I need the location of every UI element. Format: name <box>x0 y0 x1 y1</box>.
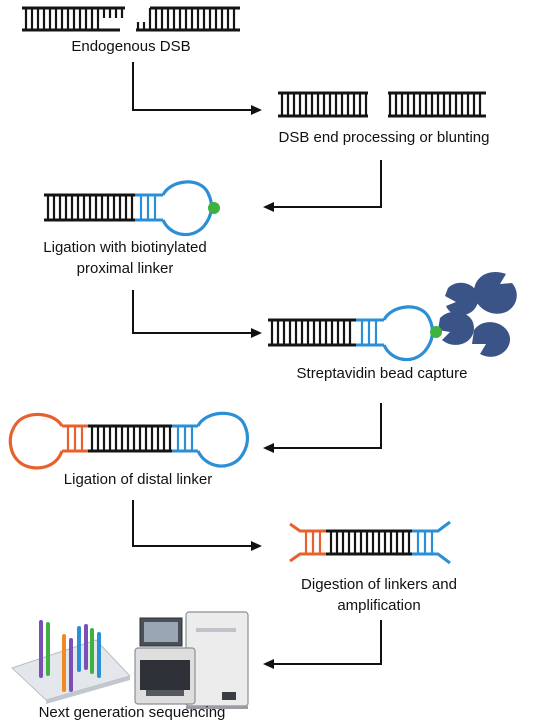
step-1-label: Endogenous DSB <box>71 38 191 55</box>
proximal-linker-ligation-icon <box>44 180 220 237</box>
digested-product-icon <box>289 520 451 565</box>
endogenous-dsb-icon <box>22 6 240 32</box>
sequencer-machine-icon <box>134 611 249 709</box>
blunt-ends-icon <box>278 91 486 118</box>
distal-linker-ligation-icon <box>8 411 250 470</box>
step-2-label: DSB end processing or blunting <box>278 129 490 146</box>
step-4-label: Streptavidin bead capture <box>296 365 468 382</box>
flow-arrow-1 <box>132 62 262 115</box>
step-5-label: Ligation of distal linker <box>63 471 213 488</box>
streptavidin-bead-icon <box>438 272 517 357</box>
flow-arrow-6 <box>263 620 382 669</box>
step-6-label-line-2: amplification <box>337 597 421 614</box>
step-7-label: Next generation sequencing <box>38 704 226 721</box>
streptavidin-capture-icon <box>268 272 517 362</box>
flow-arrow-4 <box>263 403 382 453</box>
sequencing-chip-icon <box>11 620 131 704</box>
flow-arrow-2 <box>263 160 382 212</box>
flow-arrow-5 <box>132 500 262 551</box>
flow-arrow-3 <box>132 290 262 338</box>
biotin-icon <box>208 202 220 214</box>
step-3-label-line-2: proximal linker <box>76 260 174 277</box>
step-6-label-line-1: Digestion of linkers and <box>301 576 457 593</box>
step-3-label-line-1: Ligation with biotinylated <box>43 239 207 256</box>
biotin-icon <box>430 326 442 338</box>
